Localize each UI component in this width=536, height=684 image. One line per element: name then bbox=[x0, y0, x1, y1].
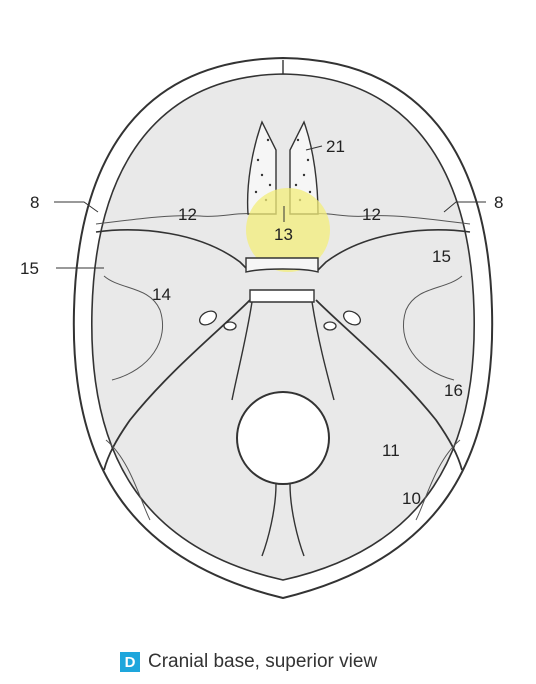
leader-lines bbox=[54, 145, 486, 269]
label-12-left: 12 bbox=[178, 205, 197, 224]
label-8-right: 8 bbox=[494, 193, 503, 212]
clivus-left bbox=[231, 301, 253, 401]
skull-inner-outline bbox=[91, 73, 475, 581]
label-16: 16 bbox=[444, 381, 463, 400]
foramen-magnum bbox=[236, 391, 330, 485]
highlight-circle bbox=[246, 188, 330, 272]
label-11: 11 bbox=[382, 441, 400, 460]
sphenofrontal-suture-right bbox=[313, 213, 471, 225]
caption-badge: D bbox=[120, 652, 140, 672]
squamous-suture-left bbox=[103, 275, 164, 381]
figure-caption: D Cranial base, superior view bbox=[120, 650, 377, 674]
foramen-rotundum-right bbox=[323, 321, 337, 331]
lesser-wing-left bbox=[95, 229, 249, 271]
lesser-wing-right bbox=[317, 229, 471, 271]
foramen-ovale-left bbox=[198, 310, 218, 326]
petrous-ridge-right bbox=[315, 299, 463, 471]
foramen-rotundum-left bbox=[223, 321, 237, 331]
label-10: 10 bbox=[402, 489, 421, 508]
dorsum-sellae bbox=[249, 289, 315, 303]
label-14: 14 bbox=[152, 285, 171, 304]
sphenofrontal-suture-left bbox=[95, 213, 253, 225]
lambdoid-suture-left bbox=[105, 439, 151, 521]
sella-turcica bbox=[245, 257, 319, 273]
label-21: 21 bbox=[326, 137, 345, 156]
label-8-left: 8 bbox=[30, 193, 39, 212]
caption-text: Cranial base, superior view bbox=[148, 651, 378, 672]
foramen-ovale-right bbox=[342, 310, 362, 326]
label-13: 13 bbox=[274, 225, 293, 244]
label-15-left: 15 bbox=[20, 259, 39, 278]
internal-occipital-crest bbox=[261, 483, 305, 557]
squamous-suture-right bbox=[402, 275, 463, 381]
label-12-right: 12 bbox=[362, 205, 381, 224]
clivus-right bbox=[311, 301, 335, 401]
label-15-right: 15 bbox=[432, 247, 451, 266]
lambdoid-suture-right bbox=[415, 439, 461, 521]
